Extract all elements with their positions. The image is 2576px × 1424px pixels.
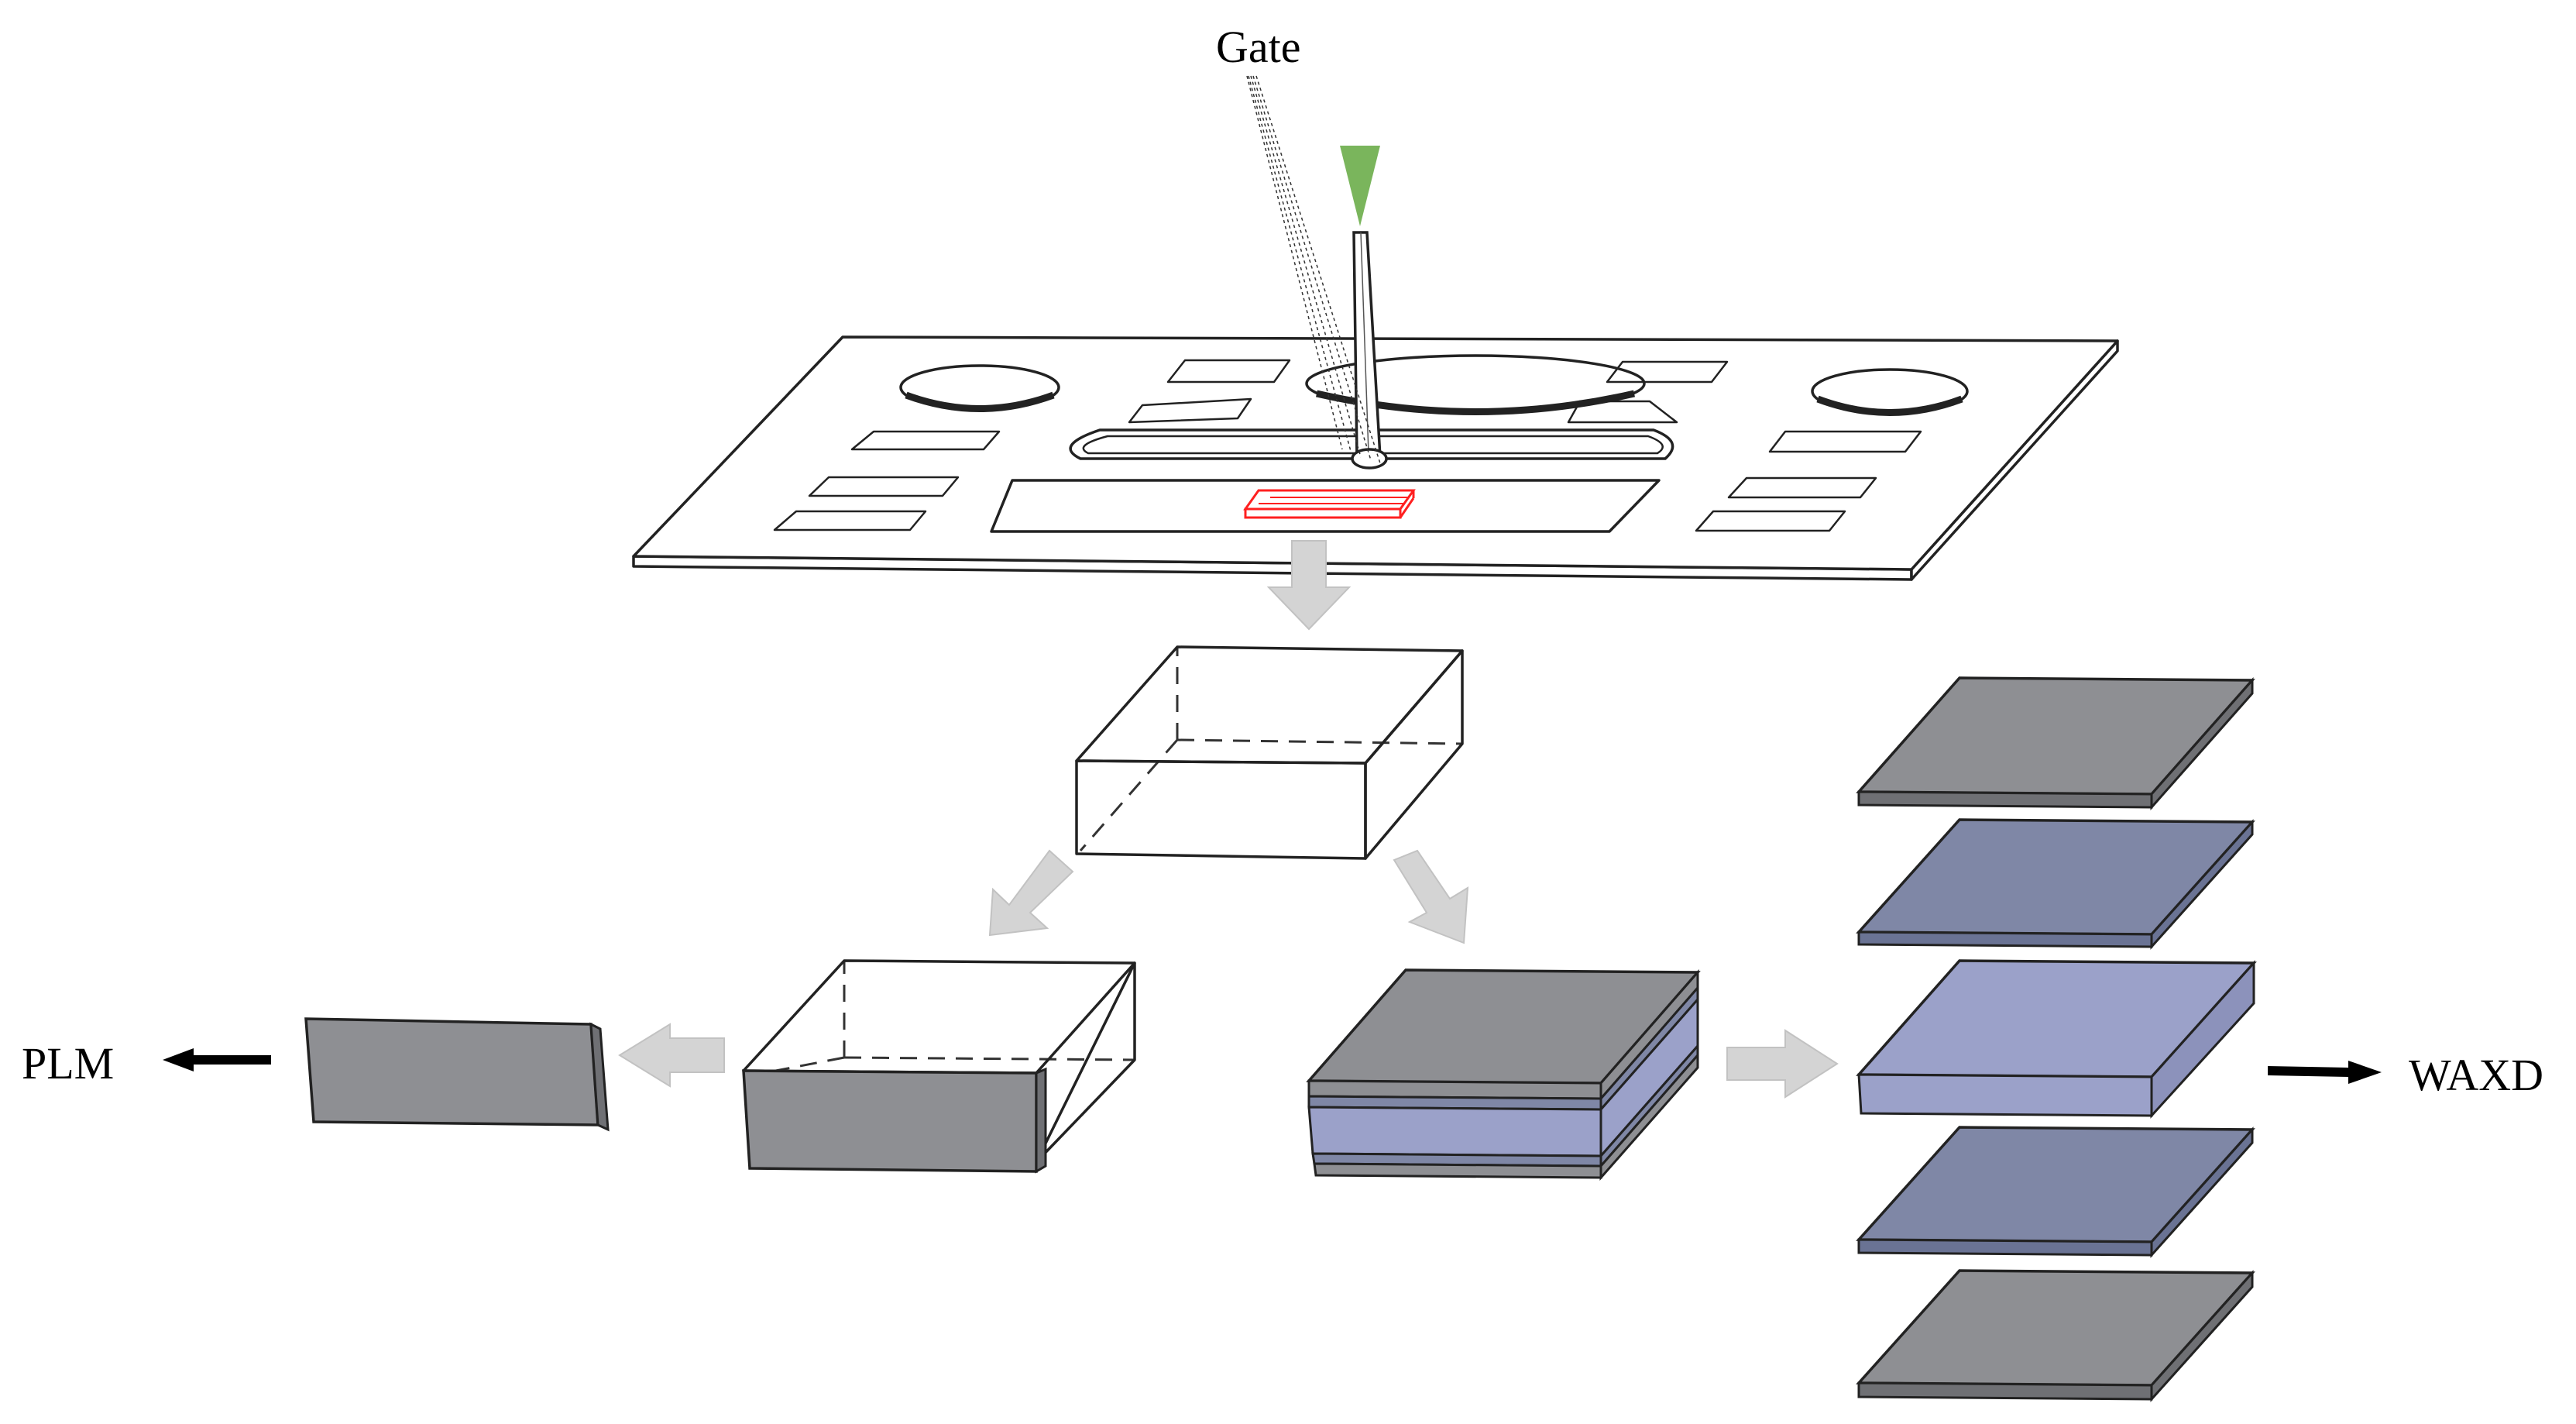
- plm-slice: [304, 1017, 610, 1132]
- plm-label: PLM: [22, 1038, 114, 1089]
- layer-shear-top: [1856, 818, 2255, 950]
- plm-arrow: [163, 1048, 271, 1071]
- layer-core: [1856, 959, 2257, 1119]
- arrow-down: [1266, 540, 1352, 631]
- skin-slice-front: [742, 1069, 1038, 1173]
- exploded-layers: [1856, 676, 2257, 1402]
- plate-slots-right: [1567, 360, 1922, 532]
- sample-region: [1243, 489, 1416, 519]
- layered-sample: [1306, 968, 1701, 1181]
- layer-skin-bottom: [1856, 1269, 2255, 1402]
- cut-sample-box: [1075, 645, 1464, 860]
- waxd-output: WAXD: [2268, 1050, 2543, 1100]
- arrow-left: [618, 1023, 725, 1088]
- flow-arrows: [618, 540, 1839, 1099]
- arrow-right: [1726, 1029, 1839, 1099]
- layer-skin-top: [1856, 676, 2255, 810]
- specimen-cavity: [990, 479, 1661, 533]
- arrow-down-left: [988, 849, 1074, 937]
- gate-leader-lines: [1246, 75, 1381, 464]
- gate-marker: [1340, 146, 1380, 226]
- arrow-down-right: [1393, 849, 1469, 944]
- layer-shear-bottom: [1856, 1126, 2255, 1258]
- plate-slots-left: [773, 359, 1291, 531]
- waxd-label: WAXD: [2409, 1050, 2543, 1100]
- gate-label: Gate: [1216, 22, 1301, 72]
- skin-slice-box: [742, 959, 1136, 1174]
- plm-output: PLM: [22, 1038, 271, 1089]
- runner-channel: [1069, 428, 1674, 460]
- waxd-arrow: [2268, 1061, 2382, 1084]
- molded-plate: [632, 75, 2119, 581]
